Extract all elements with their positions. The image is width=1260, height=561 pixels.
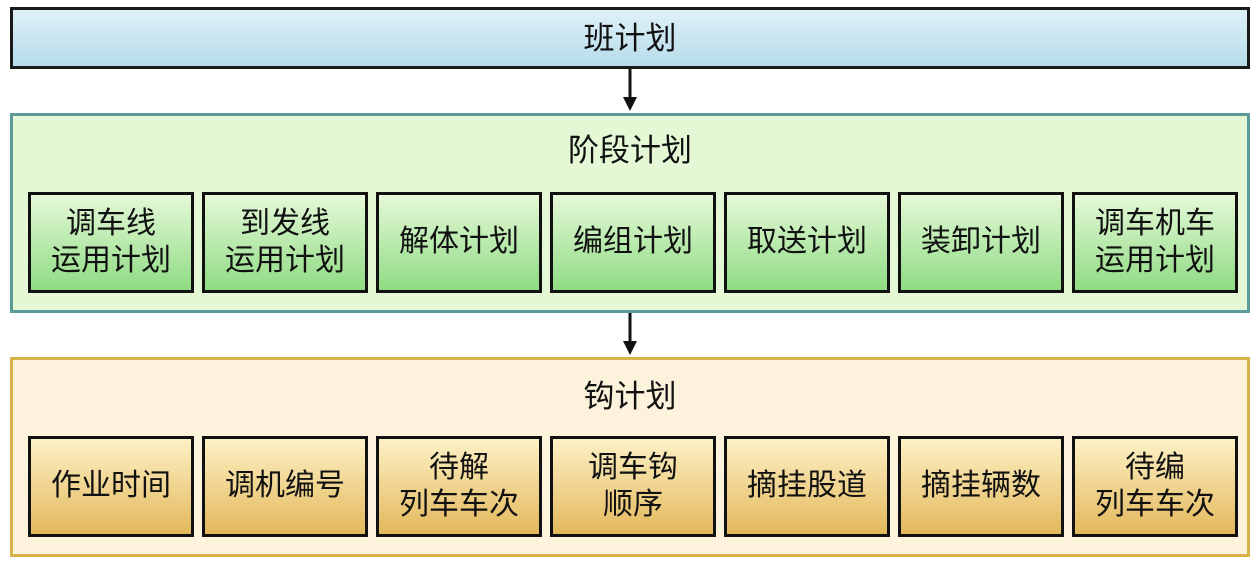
shift-plan-title: 班计划 [583,21,677,57]
stage-item-arrival-departure-line: 到发线 运用计划 [202,192,368,293]
stage-item-pickup-delivery: 取送计划 [724,192,890,293]
stage-plan-items: 调车线 运用计划 到发线 运用计划 解体计划 编组计划 取送计划 装卸计划 调车… [28,192,1238,293]
hook-item-train-to-break: 待解 列车车次 [376,436,542,537]
hook-plan-box: 钩计划 作业时间 调机编号 待解 列车车次 调车钩 顺序 摘挂股道 摘挂辆数 待… [10,357,1250,557]
hook-plan-items: 作业时间 调机编号 待解 列车车次 调车钩 顺序 摘挂股道 摘挂辆数 待编 列车… [28,436,1238,537]
arrow-down-icon [619,313,641,357]
stage-item-label: 取送计划 [747,224,867,260]
hook-item-label: 调机编号 [225,468,345,504]
stage-item-breakup: 解体计划 [376,192,542,293]
stage-item-label: 到发线 运用计划 [225,205,345,278]
stage-item-label: 调车机车 运用计划 [1095,205,1215,278]
hook-item-hook-order: 调车钩 顺序 [550,436,716,537]
hook-item-track: 摘挂股道 [724,436,890,537]
hook-item-label: 待编 列车车次 [1095,449,1215,522]
stage-item-shunting-locomotive: 调车机车 运用计划 [1072,192,1238,293]
hook-item-label: 摘挂辆数 [921,468,1041,504]
hook-item-car-count: 摘挂辆数 [898,436,1064,537]
hook-plan-title: 钩计划 [583,379,677,415]
stage-plan-title: 阶段计划 [568,133,692,169]
shift-plan-box: 班计划 [10,7,1250,69]
stage-item-label: 装卸计划 [921,224,1041,260]
hook-item-locomotive-number: 调机编号 [202,436,368,537]
hook-item-label: 摘挂股道 [747,468,867,504]
hook-item-work-time: 作业时间 [28,436,194,537]
hook-item-train-to-form: 待编 列车车次 [1072,436,1238,537]
stage-item-marshalling: 编组计划 [550,192,716,293]
stage-item-shunting-line: 调车线 运用计划 [28,192,194,293]
hook-item-label: 作业时间 [51,468,171,504]
arrow-down-icon [619,69,641,113]
stage-item-label: 编组计划 [573,224,693,260]
stage-item-label: 调车线 运用计划 [51,205,171,278]
hook-item-label: 调车钩 顺序 [588,449,678,522]
stage-plan-box: 阶段计划 调车线 运用计划 到发线 运用计划 解体计划 编组计划 取送计划 装卸… [10,113,1250,313]
stage-item-loading-unloading: 装卸计划 [898,192,1064,293]
stage-item-label: 解体计划 [399,224,519,260]
hook-item-label: 待解 列车车次 [399,449,519,522]
